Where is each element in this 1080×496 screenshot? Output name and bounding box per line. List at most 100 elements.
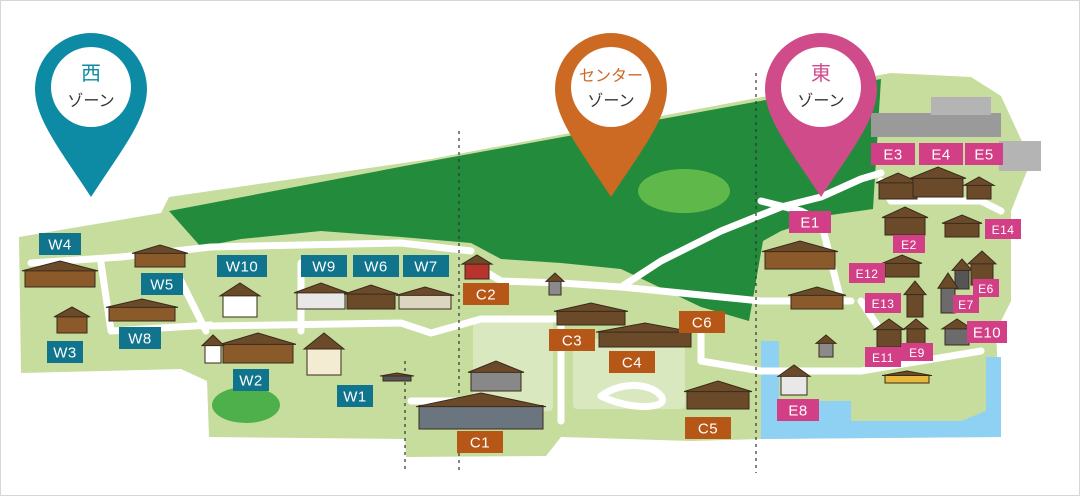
marker-label: W9: [312, 259, 336, 276]
zone-pin-east[interactable]: 東 ゾーン: [765, 33, 877, 197]
marker-w8[interactable]: W8: [119, 327, 161, 349]
building-icon: [962, 176, 996, 200]
pin-center-disc: [571, 47, 651, 127]
marker-label: E6: [978, 282, 994, 296]
marker-label: E10: [973, 325, 1001, 342]
building-icons: [21, 166, 998, 430]
marker-c3[interactable]: C3: [549, 329, 595, 351]
marker-box: [849, 263, 885, 283]
marker-c2[interactable]: C2: [463, 283, 509, 305]
marker-label: E9: [909, 346, 925, 360]
marker-label: W10: [226, 259, 258, 276]
building-icon: [683, 380, 753, 410]
marker-label: E4: [931, 147, 950, 164]
marker-w5[interactable]: W5: [141, 273, 183, 295]
east-facility-3: [999, 141, 1041, 171]
marker-label: E14: [992, 223, 1015, 237]
marker-w7[interactable]: W7: [403, 255, 449, 277]
marker-label: C4: [622, 355, 642, 372]
marker-label: W5: [150, 277, 174, 294]
building-icon: [293, 282, 349, 310]
zone-pin-west[interactable]: 西 ゾーン: [35, 33, 147, 197]
marker-e10[interactable]: E10: [967, 321, 1007, 343]
building-icon: [776, 364, 812, 396]
marker-box: [301, 255, 347, 277]
marker-box: [919, 143, 963, 165]
marker-w4[interactable]: W4: [39, 233, 81, 255]
marker-c1[interactable]: C1: [457, 431, 503, 453]
building-icon: [415, 392, 547, 430]
building-icon: [219, 332, 297, 364]
marker-e11[interactable]: E11: [865, 347, 901, 367]
building-icon: [909, 166, 967, 198]
marker-e1[interactable]: E1: [789, 211, 831, 233]
marker-w2[interactable]: W2: [233, 369, 269, 391]
marker-w6[interactable]: W6: [353, 255, 399, 277]
marker-box: [217, 255, 267, 277]
marker-e5[interactable]: E5: [965, 143, 1003, 165]
west-lawn: [212, 387, 280, 423]
pin-east-disc: [781, 47, 861, 127]
building-icon: [395, 286, 455, 310]
east-facility: [871, 113, 1001, 137]
marker-label: C1: [470, 435, 490, 452]
marker-label: E13: [872, 297, 895, 311]
marker-w9[interactable]: W9: [301, 255, 347, 277]
marker-label: W2: [239, 373, 263, 390]
marker-box: [549, 329, 595, 351]
marker-box: [685, 417, 731, 439]
building-icon: [200, 334, 226, 364]
zone-pin-center[interactable]: センター ゾーン: [555, 33, 667, 197]
marker-label: W7: [414, 259, 438, 276]
marker-e9[interactable]: E9: [901, 343, 933, 361]
marker-box: [865, 347, 901, 367]
marker-label: E12: [856, 267, 879, 281]
marker-w1[interactable]: W1: [337, 385, 373, 407]
marker-e13[interactable]: E13: [865, 293, 901, 313]
marker-label: C3: [562, 333, 582, 350]
marker-e2[interactable]: E2: [893, 235, 925, 253]
pin-west-line1: 西: [81, 61, 101, 85]
marker-box: [973, 279, 999, 297]
marker-e8[interactable]: E8: [777, 399, 819, 421]
pin-west-line2: ゾーン: [67, 91, 114, 110]
marker-e7[interactable]: E7: [953, 295, 979, 313]
building-icon: [302, 332, 346, 376]
marker-e12[interactable]: E12: [849, 263, 885, 283]
marker-box: [777, 399, 819, 421]
marker-e3[interactable]: E3: [871, 143, 915, 165]
building-icon: [761, 240, 839, 270]
building-icon: [21, 260, 99, 288]
marker-e14[interactable]: E14: [985, 219, 1021, 239]
marker-box: [119, 327, 161, 349]
marker-label: W4: [48, 237, 72, 254]
pin-east-line1: 東: [811, 61, 831, 85]
building-icon: [467, 360, 525, 392]
marker-c5[interactable]: C5: [685, 417, 731, 439]
building-icon: [343, 284, 399, 310]
marker-label: E3: [883, 147, 902, 164]
marker-w3[interactable]: W3: [47, 341, 83, 363]
building-icon: [814, 334, 838, 358]
marker-c6[interactable]: C6: [679, 311, 725, 333]
marker-e4[interactable]: E4: [919, 143, 963, 165]
marker-label: E8: [788, 403, 807, 420]
marker-e6[interactable]: E6: [973, 279, 999, 297]
building-icon: [941, 214, 983, 238]
marker-box: [337, 385, 373, 407]
building-icon: [53, 306, 91, 334]
marker-box: [609, 351, 655, 373]
marker-box: [679, 311, 725, 333]
forest-clearing: [638, 169, 730, 213]
marker-label: C2: [476, 287, 496, 304]
marker-box: [893, 235, 925, 253]
marker-box: [47, 341, 83, 363]
marker-w10[interactable]: W10: [217, 255, 267, 277]
marker-c4[interactable]: C4: [609, 351, 655, 373]
pin-center-line1: センター: [579, 66, 643, 85]
building-icon: [131, 244, 189, 268]
building-icon: [595, 322, 695, 348]
marker-box: [39, 233, 81, 255]
marker-box: [865, 293, 901, 313]
